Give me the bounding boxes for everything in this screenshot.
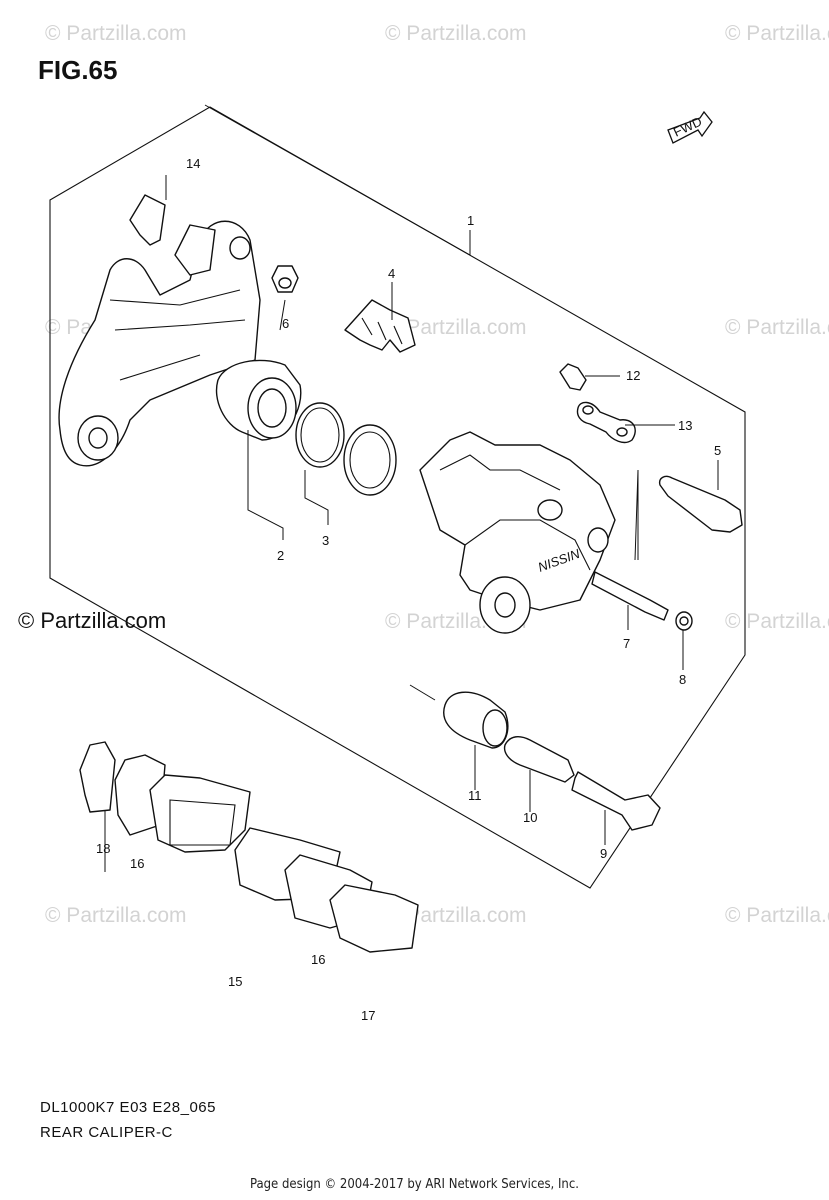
boot <box>443 691 509 749</box>
callout-3: 3 <box>322 533 329 548</box>
model-code: DL1000K7 E03 E28_065 <box>40 1099 216 1116</box>
callout-11: 11 <box>468 788 482 803</box>
callout-2: 2 <box>277 548 284 563</box>
callout-10: 10 <box>523 810 537 825</box>
fwd-arrow-icon: FWD <box>667 110 713 144</box>
piston-seal <box>295 402 345 468</box>
sleeve <box>503 736 575 783</box>
bolt <box>571 771 661 831</box>
watermark: © Partzilla.com <box>45 904 187 927</box>
watermark: © Partzilla.com <box>725 610 829 633</box>
callout-8: 8 <box>679 672 686 687</box>
bleeder-cap <box>576 401 636 444</box>
callout-16-right: 16 <box>311 952 325 967</box>
watermark: © Partzilla.com <box>385 904 527 927</box>
callout-7: 7 <box>623 636 630 651</box>
brake-pad-set-right <box>234 827 419 953</box>
pad-spring <box>344 299 416 353</box>
caliper-bracket <box>58 194 261 467</box>
brake-pad-set-left <box>79 741 251 853</box>
callout-9: 9 <box>600 846 607 861</box>
dust-seal <box>343 424 397 496</box>
watermark: © Partzilla.com <box>725 316 829 339</box>
pad-pin <box>591 571 669 621</box>
callout-18: 18 <box>96 841 110 856</box>
bleeder-valve <box>559 363 587 391</box>
nut-6 <box>271 265 299 293</box>
callout-1: 1 <box>467 213 474 228</box>
callout-17: 17 <box>361 1008 375 1023</box>
copyright-notice: © Partzilla.com <box>18 608 167 633</box>
watermark: © Partzilla.com <box>385 316 527 339</box>
callout-12: 12 <box>626 368 640 383</box>
piston <box>215 359 302 441</box>
assembly-outline <box>49 106 746 889</box>
callout-16-left: 16 <box>130 856 144 871</box>
callout-13: 13 <box>678 418 692 433</box>
callout-4: 4 <box>388 266 395 281</box>
callout-6: 6 <box>282 316 289 331</box>
watermark: © Partzilla.com <box>385 22 527 45</box>
leader-lines <box>104 104 719 872</box>
watermark: © Partzilla.com <box>725 22 829 45</box>
plug <box>675 611 693 631</box>
diagram-caption: REAR CALIPER-C <box>40 1124 173 1141</box>
callout-5: 5 <box>714 443 721 458</box>
figure-title: FIG.65 <box>38 55 118 85</box>
callout-14: 14 <box>186 156 200 171</box>
callout-15: 15 <box>228 974 242 989</box>
page-footer: Page design © 2004-2017 by ARI Network S… <box>250 1177 579 1192</box>
slide-pin-5 <box>658 475 743 533</box>
watermark: © Partzilla.com <box>725 904 829 927</box>
caliper-body: NISSIN <box>419 431 616 634</box>
watermark: © Partzilla.com <box>45 22 187 45</box>
